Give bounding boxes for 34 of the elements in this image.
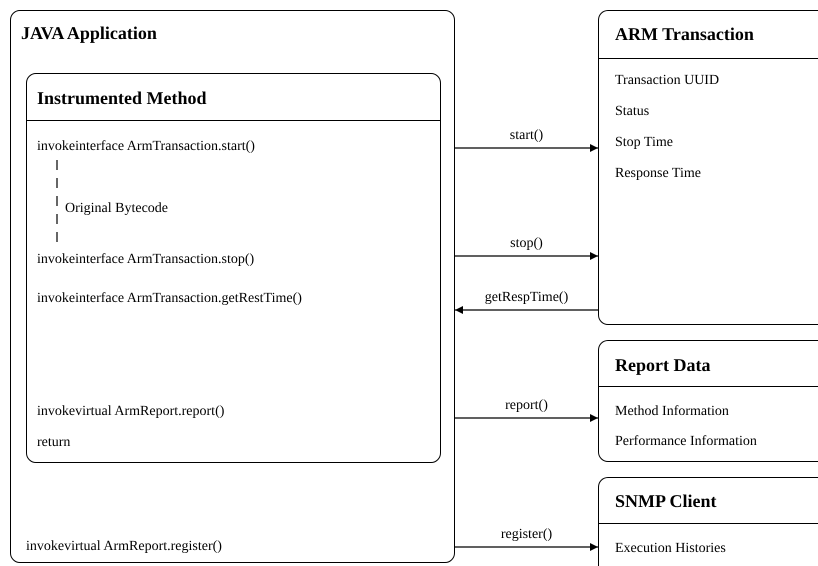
panel-heading: Instrumented Method [37, 87, 206, 109]
panel [598, 340, 818, 462]
panel [598, 10, 818, 325]
code-line: Transaction UUID [615, 72, 720, 90]
code-line: Performance Information [615, 433, 757, 451]
code-line: invokeinterface ArmTransaction.getRestTime() [37, 290, 302, 308]
code-line: invokeinterface ArmTransaction.start() [37, 138, 255, 156]
panel-heading: Report Data [615, 354, 710, 376]
edge-label: register() [498, 527, 554, 543]
edge-label: stop() [508, 236, 545, 252]
arrow [455, 144, 598, 152]
arrow [455, 252, 598, 260]
code-line: Method Information [615, 403, 729, 421]
code-line: invokeinterface ArmTransaction.stop() [37, 251, 254, 269]
code-line: Execution Histories [615, 540, 726, 558]
edge-label: getRespTime() [482, 290, 570, 306]
code-line: Stop Time [615, 134, 673, 152]
panel-heading: JAVA Application [21, 22, 157, 44]
arrow [455, 306, 598, 314]
code-line: invokevirtual ArmReport.register() [26, 538, 222, 556]
panel-heading: ARM Transaction [615, 23, 754, 45]
code-line: return [37, 434, 70, 452]
code-line: invokevirtual ArmReport.report() [37, 403, 224, 421]
panel [598, 477, 818, 566]
arrow [455, 414, 598, 422]
panel-heading: SNMP Client [615, 490, 716, 512]
code-line: Status [615, 103, 650, 121]
edge-label: report() [503, 398, 550, 414]
edge-label: start() [508, 128, 546, 144]
code-line: Response Time [615, 165, 701, 183]
panel [26, 73, 441, 463]
arrow [455, 543, 598, 551]
panel [10, 10, 455, 563]
code-line: Original Bytecode [65, 200, 168, 218]
